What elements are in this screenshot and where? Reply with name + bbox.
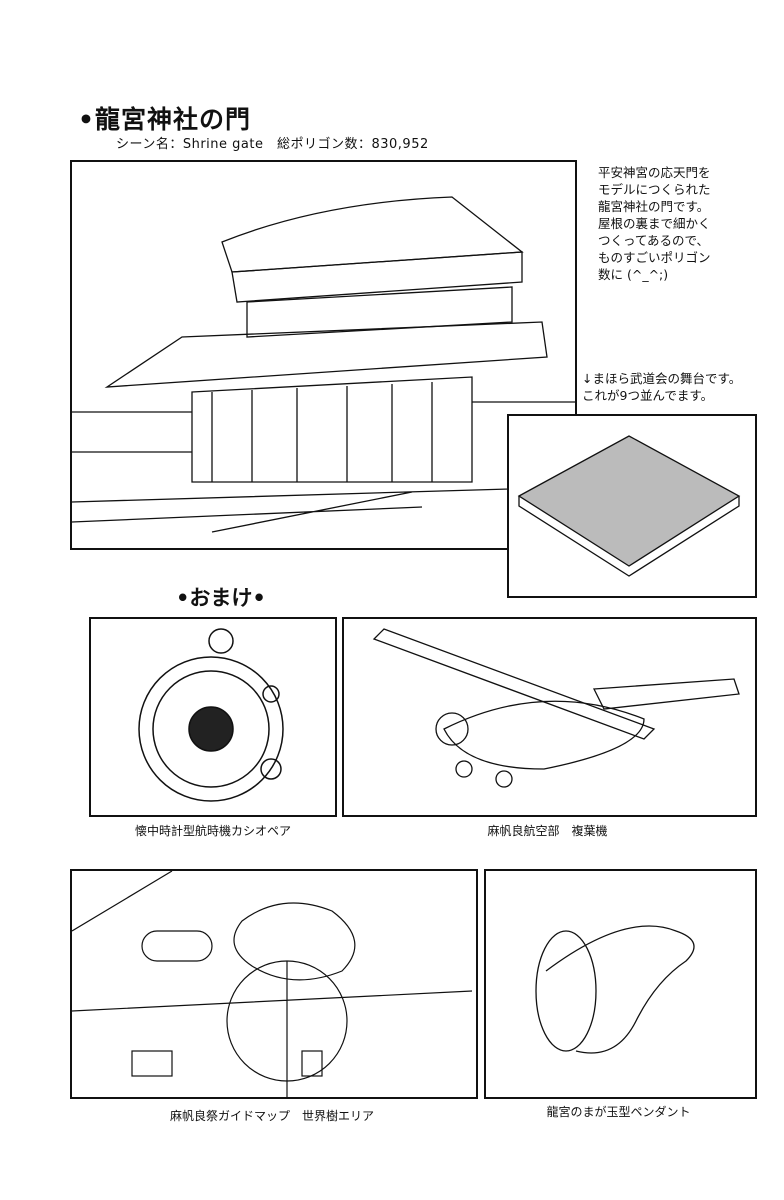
shrine-gate-illustration — [70, 160, 577, 550]
biplane-illustration — [342, 617, 757, 817]
pendant-illustration — [484, 869, 757, 1099]
shrine-description: 平安神宮の応天門を モデルにつくられた 龍宮神社の門です。 屋根の裏まで細かく … — [598, 165, 711, 282]
stage-note: ↓まほら武道会の舞台です。 これが9つ並んでます。 — [582, 371, 742, 403]
omake-title: •おまけ• — [176, 586, 266, 610]
stage-illustration — [507, 414, 757, 598]
map-caption: 麻帆良祭ガイドマップ 世界樹エリア — [169, 1109, 374, 1123]
scene-info: シーン名：Shrine gate 総ポリゴン数：830,952 — [116, 137, 429, 152]
watch-illustration — [89, 617, 337, 817]
section-title: •龍宮神社の門 — [78, 105, 251, 134]
guide-map-illustration — [70, 869, 478, 1099]
watch-caption: 懐中時計型航時機カシオペア — [134, 824, 291, 838]
plane-caption: 麻帆良航空部 複葉機 — [487, 824, 608, 838]
pendant-caption: 龍宮のまが玉型ペンダント — [546, 1105, 691, 1119]
